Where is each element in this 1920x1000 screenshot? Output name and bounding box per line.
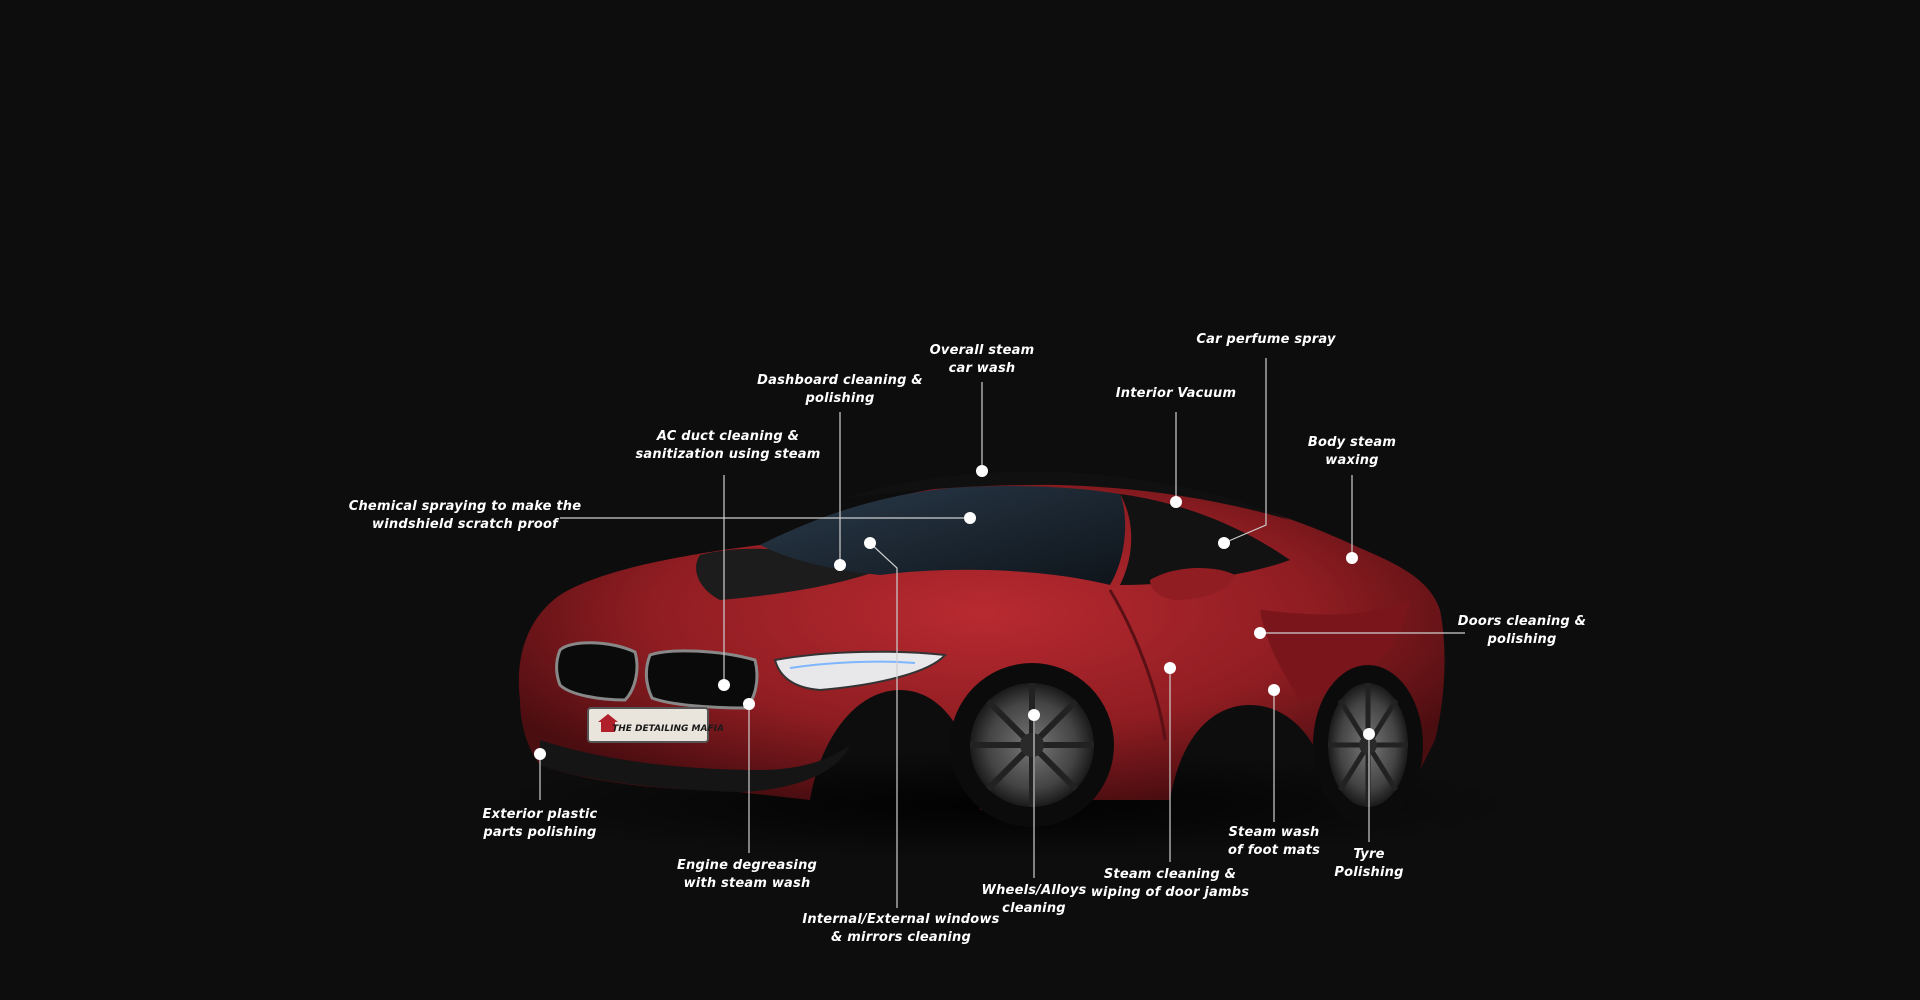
tyre-polishing-hotspot-marker[interactable]	[1363, 728, 1375, 740]
side-window	[1120, 494, 1290, 585]
front-intake	[540, 740, 850, 792]
ac-duct-cleaning-label: AC duct cleaning & sanitization using st…	[635, 429, 821, 462]
windshield	[760, 486, 1126, 585]
engine-degreasing-hotspot-marker[interactable]	[743, 698, 755, 710]
front-wheel	[950, 663, 1114, 827]
engine-degreasing-label: Engine degreasing with steam wash	[676, 858, 818, 891]
exterior-plastic-label: Exterior plastic parts polishing	[482, 807, 598, 840]
ac-duct-cleaning-hotspot-marker[interactable]	[718, 679, 730, 691]
license-plate	[587, 707, 709, 743]
car-perfume-spray-leader-line	[1223, 358, 1267, 544]
dashboard-cleaning-label: Dashboard cleaning & polishing	[757, 373, 923, 406]
overall-steam-car-wash-hotspot-marker[interactable]	[976, 465, 988, 477]
annotation-leaders	[539, 358, 1465, 908]
door-line	[1108, 589, 1167, 741]
roof	[840, 471, 1290, 520]
steam-cleaning-door-jambs-label: Steam cleaning & wiping of door jambs	[1090, 867, 1250, 900]
body-steam-waxing-hotspot-marker[interactable]	[1346, 552, 1358, 564]
side-scoop	[1260, 600, 1410, 700]
annotation-markers	[534, 465, 1375, 760]
internal-external-windows-leader-line	[869, 542, 898, 908]
grille-right	[645, 649, 759, 710]
internal-external-windows-label: Internal/External windows & mirrors clea…	[802, 912, 1000, 945]
tyre-polishing-label: Tyre Polishing	[1334, 847, 1404, 880]
wheels-alloys-hotspot-marker[interactable]	[1028, 709, 1040, 721]
steam-cleaning-door-jambs-hotspot-marker[interactable]	[1164, 662, 1176, 674]
interior-vacuum-hotspot-marker[interactable]	[1170, 496, 1182, 508]
body-steam-waxing-label: Body steam waxing	[1307, 435, 1397, 468]
exterior-plastic-hotspot-marker[interactable]	[534, 748, 546, 760]
dashboard-cleaning-hotspot-marker[interactable]	[834, 559, 846, 571]
steam-wash-foot-mats-label: Steam wash of foot mats	[1227, 825, 1321, 858]
rear-wheel	[1313, 665, 1423, 825]
doors-cleaning-hotspot-marker[interactable]	[1254, 627, 1266, 639]
chemical-spraying-hotspot-marker[interactable]	[964, 512, 976, 524]
doors-cleaning-label: Doors cleaning & polishing	[1457, 614, 1587, 647]
steam-wash-foot-mats-hotspot-marker[interactable]	[1268, 684, 1280, 696]
internal-external-windows-hotspot-marker[interactable]	[864, 537, 876, 549]
mafia-logo	[598, 714, 618, 732]
interior-vacuum-label: Interior Vacuum	[1115, 386, 1237, 401]
overall-steam-car-wash-label: Overall steam car wash	[929, 343, 1035, 376]
plate-text: THE DETAILING MAFIA	[612, 724, 724, 734]
grille-left	[555, 641, 639, 702]
wheels-alloys-label: Wheels/Alloys cleaning	[981, 883, 1087, 916]
car-perfume-spray-label: Car perfume spray	[1196, 332, 1336, 347]
car-perfume-spray-hotspot-marker[interactable]	[1218, 537, 1230, 549]
side-mirror	[1150, 568, 1235, 600]
chemical-spraying-label: Chemical spraying to make the windshield…	[348, 499, 582, 532]
